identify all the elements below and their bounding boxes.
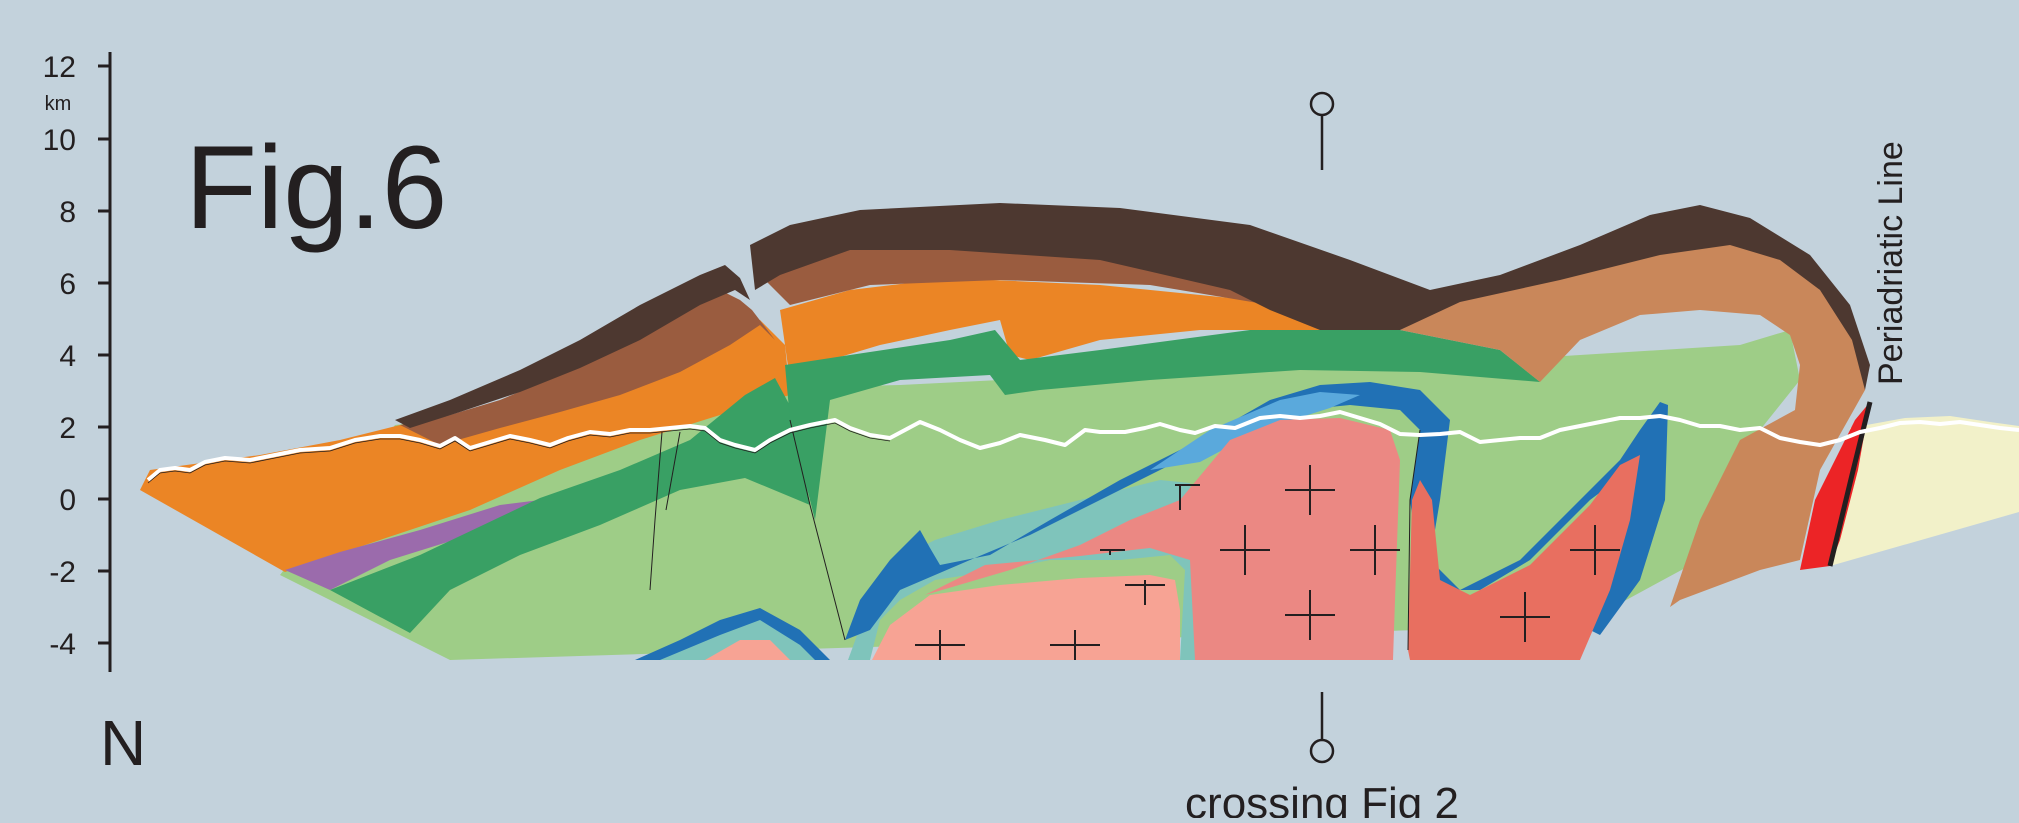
teal-band [848, 480, 1200, 660]
purple-unit [285, 500, 540, 590]
upper-dark-green-band [785, 330, 1540, 520]
y-tick-label-6: 6 [59, 268, 76, 301]
southern-cream-unit [1830, 416, 2019, 566]
eastern-granite-body [1408, 455, 1640, 660]
y-tick-label-8: 8 [59, 196, 76, 229]
crossing-label: crossing Fig 2 [1185, 779, 1459, 818]
periadriatic-red-sliver [1800, 402, 1870, 570]
crossing-marker-top [1309, 91, 1335, 170]
left-brown-cap [400, 290, 775, 445]
upper-orange-unit [780, 278, 1330, 380]
crossing-marker-bottom [1309, 692, 1335, 764]
central-granite-body [925, 418, 1400, 660]
y-tick-label-10: 10 [43, 124, 76, 157]
y-tick-label-2: 2 [59, 412, 76, 445]
north-label: N [100, 707, 146, 779]
figure-title: Fig.6 [185, 122, 447, 254]
topography-line-outline [147, 422, 891, 484]
y-tick-label-4: 4 [59, 340, 76, 373]
y-tick-label-minus-4: -4 [49, 628, 76, 661]
y-tick-label-0: 0 [59, 484, 76, 517]
granite-cross-symbols [915, 465, 1620, 660]
left-dark-brown-cap [395, 265, 750, 428]
periadriatic-line-label: Periadriatic Line [1872, 141, 1910, 385]
dark-green-band [330, 378, 810, 633]
lower-granite-body [872, 575, 1180, 660]
y-tick-label-minus-2: -2 [49, 556, 76, 589]
fault-lines [649, 419, 1421, 651]
topography-line [146, 410, 2019, 482]
periadriatic-fault-line [1827, 401, 1873, 567]
top-dark-brown-cap [750, 203, 1870, 390]
right-light-brown-unit [1400, 240, 1865, 607]
y-tick-label-12: 12 [43, 51, 76, 84]
y-axis-unit: km [45, 93, 72, 115]
y-axis: 12 km 10 8 6 4 2 0 -2 -4 [43, 51, 112, 672]
lower-left-fold-salmon [705, 640, 790, 660]
